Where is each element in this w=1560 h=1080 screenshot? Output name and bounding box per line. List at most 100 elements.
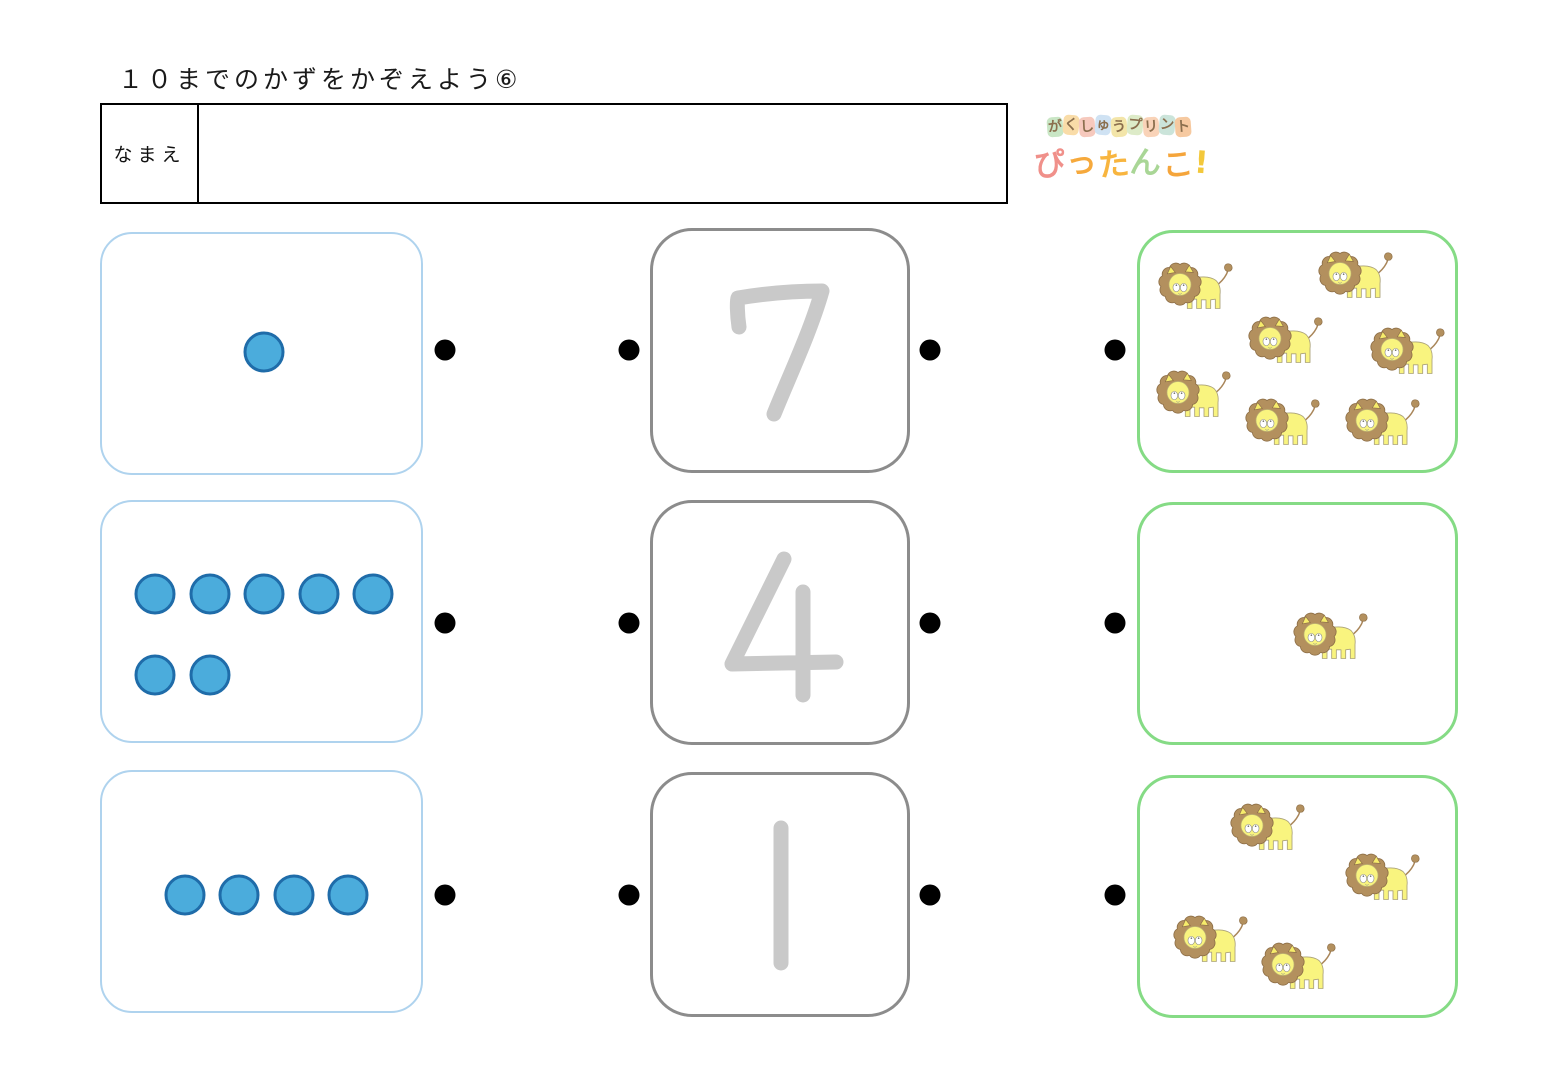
lion-pupil-right — [1317, 634, 1320, 636]
picture-card-row1 — [1137, 230, 1458, 473]
logo-line1-char: ン — [1158, 114, 1176, 136]
lion-face — [1271, 953, 1295, 976]
number-card-row1 — [650, 228, 910, 473]
connector-dot-c4-r2[interactable] — [1104, 612, 1126, 634]
lion-pupil-left — [1247, 825, 1250, 827]
logo-line2-char: ! — [1192, 144, 1211, 182]
lion-illustration — [1245, 398, 1320, 445]
lion-eye-right — [1367, 419, 1375, 428]
connector-dot-c2-r1[interactable] — [618, 339, 640, 361]
lion-eye-left — [1275, 963, 1283, 972]
logo-line1-char: リ — [1142, 116, 1160, 138]
connector-dot-c2-r3[interactable] — [618, 884, 640, 906]
lion-pupil-left — [1173, 392, 1176, 394]
lion-ear-left — [1326, 254, 1336, 264]
lion-pupil-left — [1190, 937, 1193, 939]
logo-line2-char: ぴ — [1032, 145, 1068, 185]
name-input-area[interactable] — [199, 105, 1006, 202]
lion-eye-left — [1244, 824, 1252, 833]
lion-illustration — [1293, 612, 1368, 659]
count-dot — [327, 874, 369, 916]
lion-mouth — [1338, 282, 1342, 284]
lion-ear-left — [1164, 373, 1174, 383]
lion-mouth — [1193, 946, 1197, 948]
picture-card-row3 — [1137, 775, 1458, 1018]
connector-dot-c3-r3[interactable] — [919, 884, 941, 906]
lion-tail — [1429, 334, 1441, 350]
lion-face — [1240, 814, 1264, 837]
logo-line1: がくしゅうプリント — [1034, 114, 1204, 138]
lion-mouth — [1390, 358, 1394, 360]
pittanko-logo: がくしゅうプリント ぴったんこ! — [1032, 114, 1211, 185]
logo-line1-char: く — [1062, 114, 1080, 136]
lion-tail-tuft — [1411, 854, 1420, 863]
lion-face — [1258, 327, 1282, 350]
lion-pupil-right — [1369, 875, 1372, 877]
logo-line1-char: ト — [1174, 116, 1192, 138]
lion-eye-left — [1262, 337, 1270, 346]
logo-line1-char: プ — [1126, 114, 1144, 136]
dots-card-row1 — [100, 232, 423, 475]
name-label: なまえ — [102, 105, 199, 202]
lion-pupil-right — [1394, 349, 1397, 351]
connector-dot-c3-r2[interactable] — [919, 612, 941, 634]
lion-pupil-left — [1362, 420, 1365, 422]
lion-illustration — [1345, 398, 1420, 445]
lion-eye-left — [1172, 283, 1180, 292]
lion-tail — [1307, 323, 1319, 339]
lion-mouth — [1265, 429, 1269, 431]
lion-tail — [1232, 922, 1244, 938]
lion-tail — [1404, 860, 1416, 876]
lion-pupil-left — [1175, 284, 1178, 286]
connector-dot-c1-r3[interactable] — [434, 884, 456, 906]
logo-line2-char: ん — [1128, 143, 1164, 183]
lion-face — [1166, 381, 1190, 404]
lion-ear-left — [1166, 265, 1176, 275]
lion-pupil-right — [1285, 964, 1288, 966]
number-glyph-4 — [724, 551, 844, 702]
lion-tail — [1352, 619, 1364, 635]
connector-dot-c1-r2[interactable] — [434, 612, 456, 634]
lion-illustration — [1156, 370, 1231, 417]
lion-pupil-left — [1362, 875, 1365, 877]
number-glyph-7 — [729, 283, 830, 421]
connector-dot-c2-r2[interactable] — [618, 612, 640, 634]
lion-mouth — [1313, 643, 1317, 645]
picture-card-row2 — [1137, 502, 1458, 745]
lion-eye-right — [1283, 963, 1291, 972]
lion-ear-right — [1184, 264, 1194, 273]
lion-face — [1355, 409, 1379, 432]
logo-line1-char: が — [1046, 116, 1064, 138]
logo-line2-char: っ — [1064, 143, 1100, 183]
connector-dot-c1-r1[interactable] — [434, 339, 456, 361]
lion-pupil-right — [1254, 825, 1257, 827]
count-dot — [134, 654, 176, 696]
lion-face — [1255, 409, 1279, 432]
count-dot — [164, 874, 206, 916]
lion-illustration — [1230, 803, 1305, 850]
lion-ear-left — [1238, 806, 1248, 816]
lion-pupil-right — [1342, 273, 1345, 275]
lion-eye-right — [1178, 391, 1186, 400]
lion-pupil-left — [1278, 964, 1281, 966]
count-dot — [189, 654, 231, 696]
lion-mouth — [1365, 884, 1369, 886]
connector-dot-c4-r3[interactable] — [1104, 884, 1126, 906]
lion-tail-tuft — [1296, 804, 1305, 813]
lion-face — [1183, 926, 1207, 949]
lion-ear-left — [1353, 856, 1363, 866]
lion-eye-right — [1315, 633, 1323, 642]
lion-tail-tuft — [1222, 371, 1231, 380]
lion-ear-right — [1199, 917, 1209, 926]
count-dot — [273, 874, 315, 916]
lion-mouth — [1281, 973, 1285, 975]
lion-tail — [1215, 377, 1227, 393]
lion-face — [1328, 262, 1352, 285]
lion-ear-right — [1371, 400, 1381, 409]
lion-eye-left — [1170, 391, 1178, 400]
lion-eye-right — [1195, 936, 1203, 945]
connector-dot-c4-r1[interactable] — [1104, 339, 1126, 361]
lion-eye-right — [1270, 337, 1278, 346]
connector-dot-c3-r1[interactable] — [919, 339, 941, 361]
lion-ear-left — [1378, 330, 1388, 340]
